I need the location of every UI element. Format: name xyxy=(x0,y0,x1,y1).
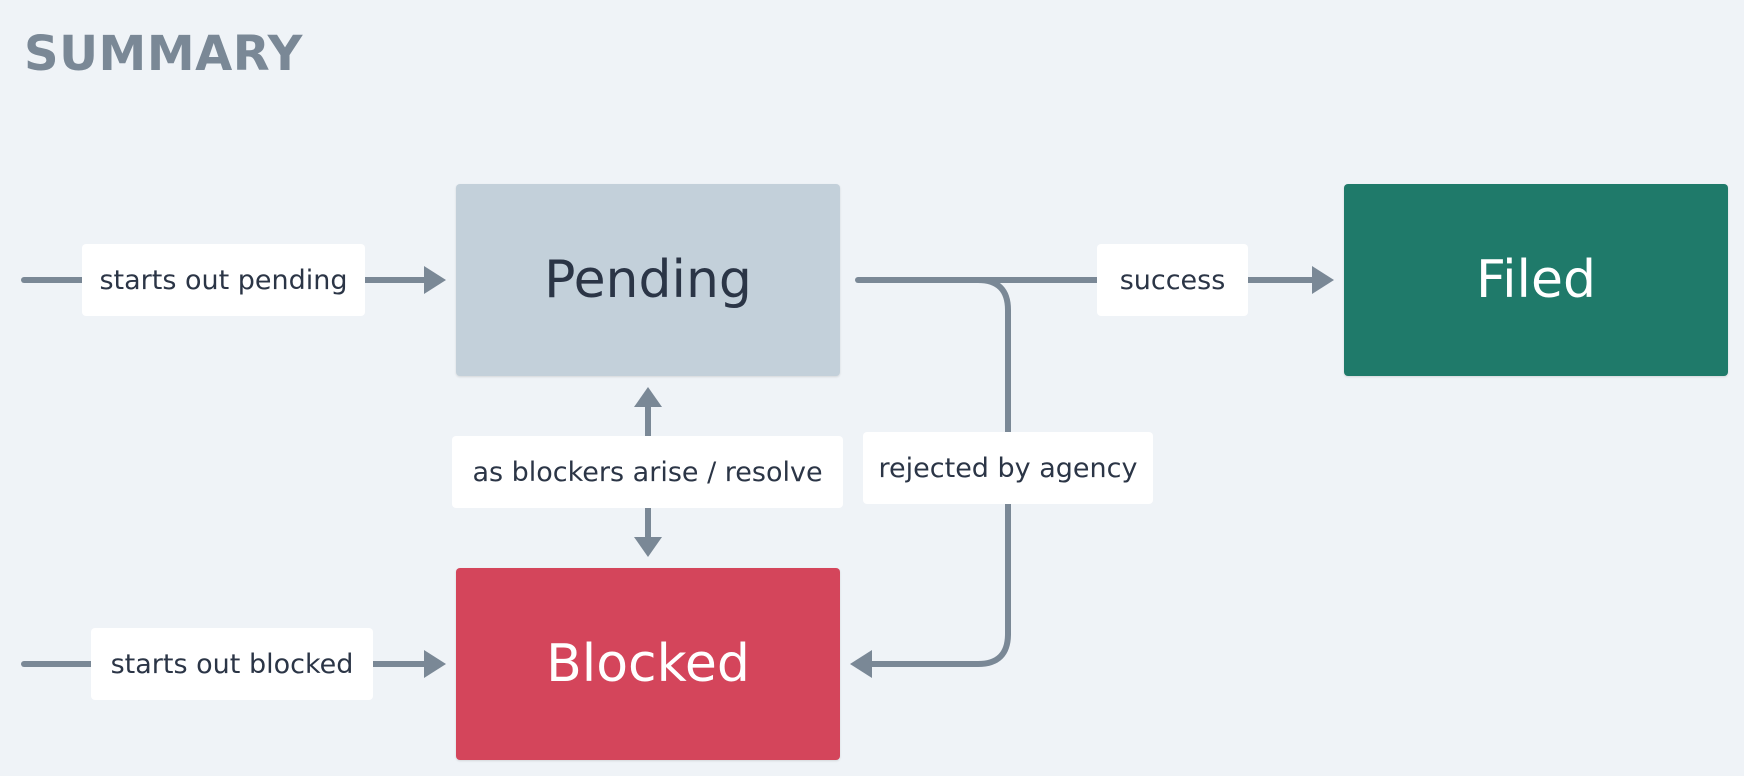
rejected-by-agency-label: rejected by agency xyxy=(863,432,1153,504)
blockers-arise-resolve-label: as blockers arise / resolve xyxy=(452,436,843,508)
pending-state-label: Pending xyxy=(544,250,752,310)
arrowhead-up-to-pending xyxy=(634,387,662,407)
rejected-line xyxy=(865,277,1011,667)
arrowhead-to-blocked-right xyxy=(850,650,872,678)
arrowhead-to-filed xyxy=(1312,266,1334,294)
success-label: success xyxy=(1097,244,1248,316)
filed-state-box: Filed xyxy=(1344,184,1728,376)
blocked-state-label: Blocked xyxy=(546,634,750,694)
arrowhead-to-blocked-left xyxy=(424,650,446,678)
starts-out-blocked-label: starts out blocked xyxy=(91,628,373,700)
page-title: SUMMARY xyxy=(24,26,303,82)
blocked-state-box: Blocked xyxy=(456,568,840,760)
arrowhead-down-to-blocked xyxy=(634,537,662,557)
pending-state-box: Pending xyxy=(456,184,840,376)
arrowhead-to-pending xyxy=(424,266,446,294)
filed-state-label: Filed xyxy=(1475,250,1597,310)
starts-out-pending-label: starts out pending xyxy=(82,244,365,316)
